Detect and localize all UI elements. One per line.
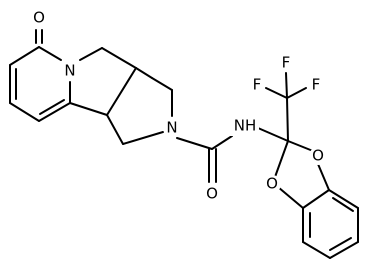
bond-n-ch2 [79,47,103,61]
bond-benzo-c5-c6 [302,241,331,259]
bond-amide-n-carbonyl-c [176,137,213,150]
bond-ch2-bridgehead-top [101,47,137,69]
bond-cf3-f-right [286,87,307,99]
atom-fluorine-left: F [253,76,262,94]
atom-dioxole-oxygen-left: O [266,175,278,193]
bond-carbonyl-c-nh [211,135,233,150]
bond-benzo-c2-c3 [328,189,359,209]
bond-bridge-ch2 [151,77,173,91]
atom-dioxole-oxygen-top: O [312,147,324,165]
bond-benzo-c4-c5 [329,241,359,259]
atom-fluorine-right: F [312,76,321,94]
bond-bridgehead-bottom-ch2 [106,114,124,145]
atom-fluorine-top: F [282,54,291,72]
bond-benzo-c4-c5-double [329,237,352,251]
atom-amide-nitrogen: N [166,119,177,137]
bond-ch2-amide-n-lower [122,131,164,145]
bond-c4-c5 [38,102,71,122]
atom-oxo-oxygen: O [33,9,45,27]
bond-bridgehead-top-bridgehead-bottom [106,67,137,116]
bond-c1-c2 [9,46,40,66]
bond-o-top-benzo [317,163,330,191]
atom-label-layer: O N N NH O F F F O O [30,9,327,203]
bond-cf3-f-top [285,72,288,99]
bond-c1-n [38,46,62,61]
bond-quaternary-c-cf3 [286,97,289,142]
bond-benzo-c1-c2 [302,189,330,209]
bond-cf3-f-left [265,87,288,99]
bond-bridgehead-bottom-c5 [69,102,108,116]
atom-amide-nh: NH [234,117,257,135]
bond-bridgehead-top-bridge [135,67,153,79]
bond-nh-quaternary-c [257,127,289,142]
atom-pyridone-nitrogen: N [64,62,75,80]
bond-c4-c5-double [39,99,65,115]
bond-quaternary-c-o-left [274,140,289,178]
bond-quaternary-c-o-top [287,140,314,152]
atom-carbonyl-oxygen: O [206,185,218,203]
bond-o-left-benzo [277,186,304,209]
bond-benzo-c2-c3-double [332,197,354,212]
bond-layer [9,29,359,259]
bond-c3-c4 [9,102,40,122]
